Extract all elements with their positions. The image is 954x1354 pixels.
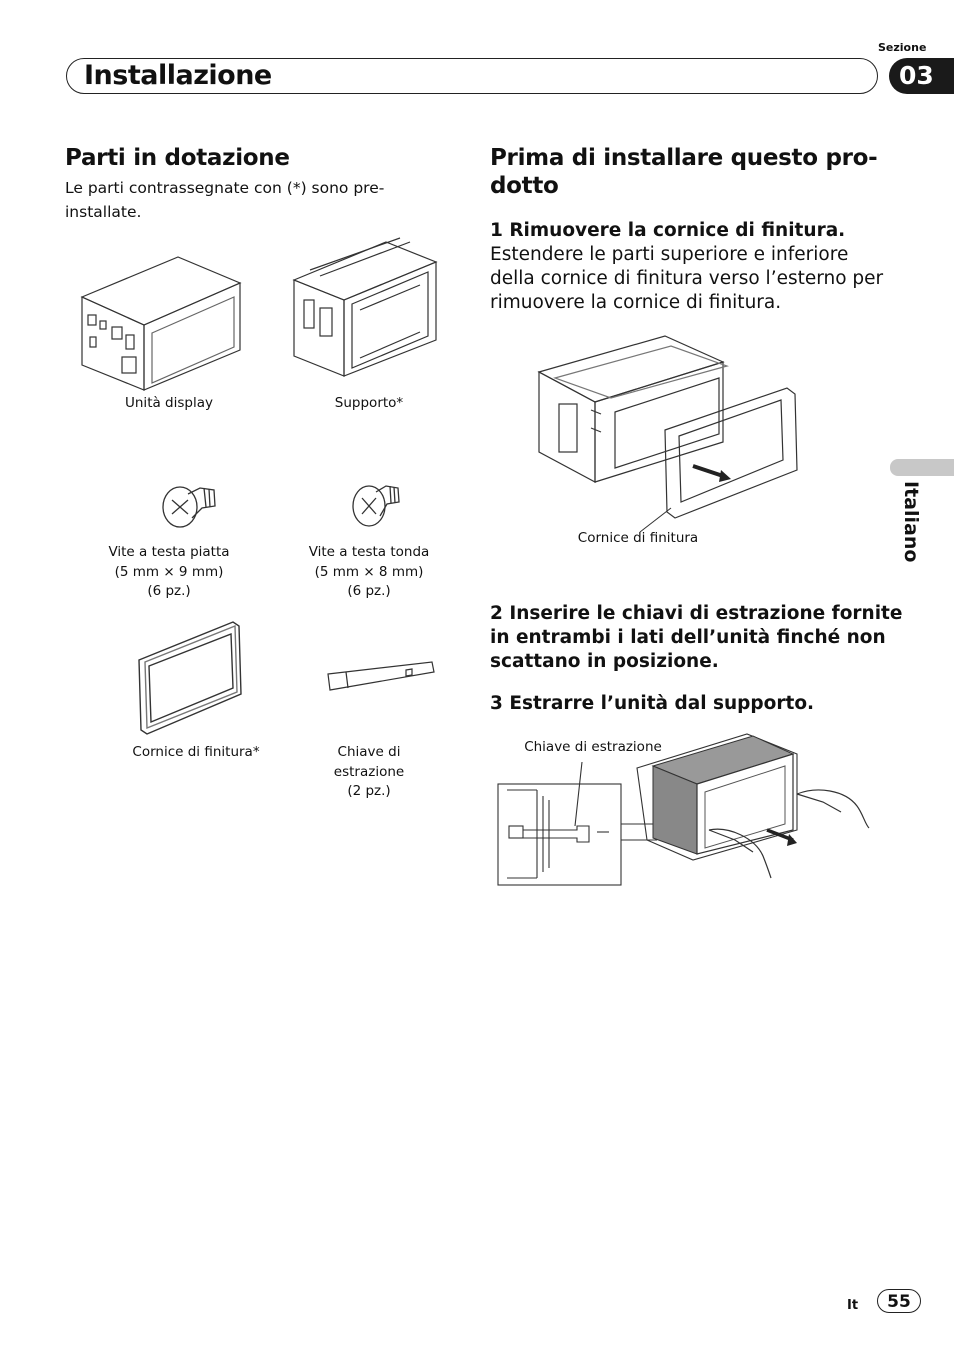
step2-title-line: scattano in posizione.: [490, 651, 719, 672]
language-label: Italiano: [900, 481, 922, 563]
flat-head-screw-icon: [162, 486, 216, 528]
language-tab: [890, 459, 954, 476]
caption-line: (5 mm × 8 mm): [314, 563, 424, 580]
step2-title-line: in entrambi i lati dell’unità finché non: [490, 627, 886, 648]
step1-title: 1 Rimuovere la cornice di finitura.: [490, 220, 846, 241]
parts-intro: Le parti contrassegnate con (*) sono pre…: [65, 176, 384, 224]
step1-body-line: rimuovere la cornice di finitura.: [490, 292, 782, 313]
trim-ring-icon: [138, 621, 242, 735]
caption-line: Cornice di finitura*: [132, 744, 260, 760]
page-number: 55: [877, 1289, 921, 1313]
caption-line: Vite a testa piatta: [108, 544, 230, 560]
install-heading-line: dotto: [490, 173, 559, 199]
caption-line: Vite a testa tonda: [308, 544, 430, 560]
extraction-key-label: Chiave di estrazione: [524, 739, 662, 755]
part-caption-sleeve: Supporto*: [299, 394, 439, 414]
parts-intro-line: installate.: [65, 203, 142, 221]
section-number-badge: 03: [889, 58, 954, 94]
step3-title: 3 Estrarre l’unità dal supporto.: [490, 693, 815, 714]
section-label: Sezione: [878, 41, 927, 54]
caption-line: (2 pz.): [347, 783, 391, 799]
parts-intro-line: Le parti contrassegnate con (*) sono pre…: [65, 179, 385, 197]
part-caption-flat-screw: Vite a testa piatta (5 mm × 9 mm) (6 pz.…: [99, 543, 239, 602]
display-unit-icon: [80, 256, 242, 391]
trim-ring-removal-diagram: [537, 335, 798, 533]
step2-title: 2 Inserire le chiavi di estrazione forni…: [490, 602, 902, 674]
install-heading-line: Prima di installare questo pro-: [490, 145, 878, 171]
caption-line: estrazione: [333, 763, 405, 780]
header-bar: [66, 58, 878, 94]
extraction-key-icon: [327, 661, 435, 691]
part-caption-trim-ring: Cornice di finitura*: [121, 743, 271, 763]
caption-line: Supporto*: [334, 395, 404, 411]
step1-body-line: Estendere le parti superiore e inferiore: [490, 244, 849, 265]
part-caption-extraction-key: Chiave di estrazione (2 pz.): [299, 743, 439, 802]
part-caption-round-screw: Vite a testa tonda (5 mm × 8 mm) (6 pz.): [299, 543, 439, 602]
trim-ring-label: Cornice di finitura: [577, 530, 699, 546]
caption-line: Unità display: [125, 395, 213, 411]
page-title: Installazione: [84, 60, 272, 91]
caption-line: (6 pz.): [347, 583, 391, 599]
round-head-screw-icon: [352, 485, 400, 527]
install-heading: Prima di installare questo pro- dotto: [490, 144, 878, 200]
step2-title-line: 2 Inserire le chiavi di estrazione forni…: [490, 603, 903, 624]
mounting-sleeve-icon: [292, 237, 438, 377]
step1-body: Estendere le parti superiore e inferiore…: [490, 243, 883, 315]
step1-body-line: della cornice di finitura verso l’estern…: [490, 268, 884, 289]
caption-line: Chiave di: [337, 744, 401, 760]
unit-extraction-diagram: [497, 733, 870, 886]
part-caption-display: Unità display: [99, 394, 239, 414]
parts-heading: Parti in dotazione: [65, 145, 290, 171]
caption-line: (6 pz.): [147, 583, 191, 599]
footer-language-code: It: [847, 1298, 859, 1313]
caption-line: (5 mm × 9 mm): [114, 563, 224, 580]
